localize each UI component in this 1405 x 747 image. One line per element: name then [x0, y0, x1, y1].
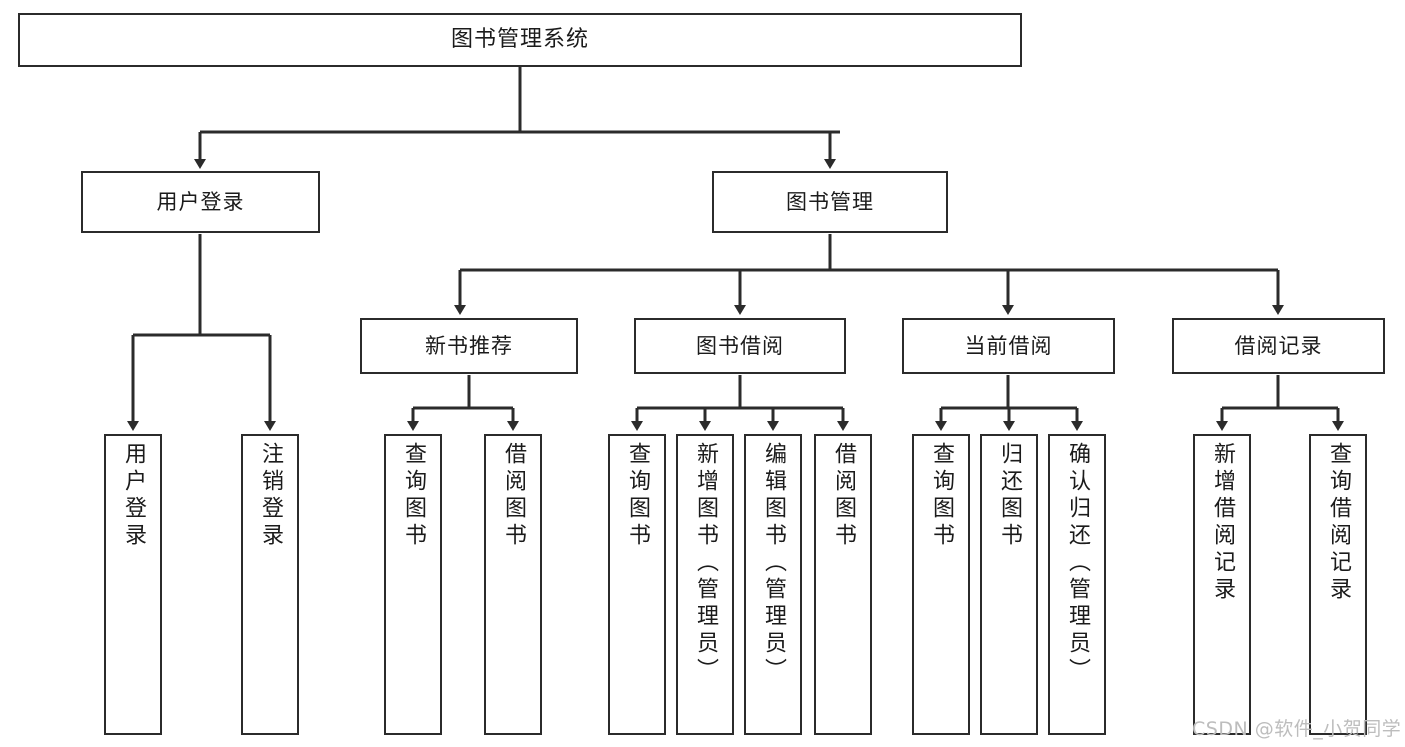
node-book-manage[interactable]: 图书管理	[712, 171, 948, 233]
leaf-user-login[interactable]: 用户登录	[104, 434, 162, 735]
node-label: 查询图书	[625, 442, 650, 550]
node-label: 编辑图书（管理员）	[761, 442, 786, 685]
leaf-edit-book[interactable]: 编辑图书（管理员）	[744, 434, 802, 735]
node-label: 新书推荐	[425, 333, 513, 358]
node-root-system[interactable]: 图书管理系统	[18, 13, 1022, 67]
node-label: 借阅图书	[831, 442, 856, 550]
node-label: 归还图书	[997, 442, 1022, 550]
node-book-borrow[interactable]: 图书借阅	[634, 318, 846, 374]
node-label: 当前借阅	[964, 333, 1053, 358]
node-label: 新增借阅记录	[1210, 442, 1235, 604]
node-new-book-rec[interactable]: 新书推荐	[360, 318, 578, 374]
leaf-query-book-2[interactable]: 查询图书	[608, 434, 666, 735]
leaf-query-book-3[interactable]: 查询图书	[912, 434, 970, 735]
node-current-borrow[interactable]: 当前借阅	[902, 318, 1115, 374]
node-label: 查询图书	[929, 442, 954, 550]
csdn-watermark: CSDN @软件_小贺同学	[1192, 718, 1402, 740]
node-label: 图书借阅	[696, 333, 784, 358]
leaf-query-record[interactable]: 查询借阅记录	[1309, 434, 1367, 735]
leaf-add-book[interactable]: 新增图书（管理员）	[676, 434, 734, 735]
node-user-login[interactable]: 用户登录	[81, 171, 320, 233]
leaf-query-book-1[interactable]: 查询图书	[384, 434, 442, 735]
node-label: 图书管理	[786, 189, 874, 214]
node-label: 用户登录	[121, 442, 146, 550]
node-label: 查询借阅记录	[1326, 442, 1351, 604]
node-label: 用户登录	[156, 189, 245, 214]
node-label: 图书管理系统	[450, 27, 589, 53]
leaf-borrow-book-1[interactable]: 借阅图书	[484, 434, 542, 735]
node-label: 新增图书（管理员）	[693, 442, 718, 685]
leaf-return-book[interactable]: 归还图书	[980, 434, 1038, 735]
node-label: 借阅记录	[1234, 333, 1323, 358]
node-label: 借阅图书	[501, 442, 526, 550]
leaf-logout[interactable]: 注销登录	[241, 434, 299, 735]
leaf-confirm-return[interactable]: 确认归还（管理员）	[1048, 434, 1106, 735]
leaf-add-record[interactable]: 新增借阅记录	[1193, 434, 1251, 735]
node-label: 确认归还（管理员）	[1065, 442, 1090, 685]
node-label: 查询图书	[401, 442, 426, 550]
leaf-borrow-book-2[interactable]: 借阅图书	[814, 434, 872, 735]
node-label: 注销登录	[258, 442, 283, 550]
node-borrow-record[interactable]: 借阅记录	[1172, 318, 1385, 374]
